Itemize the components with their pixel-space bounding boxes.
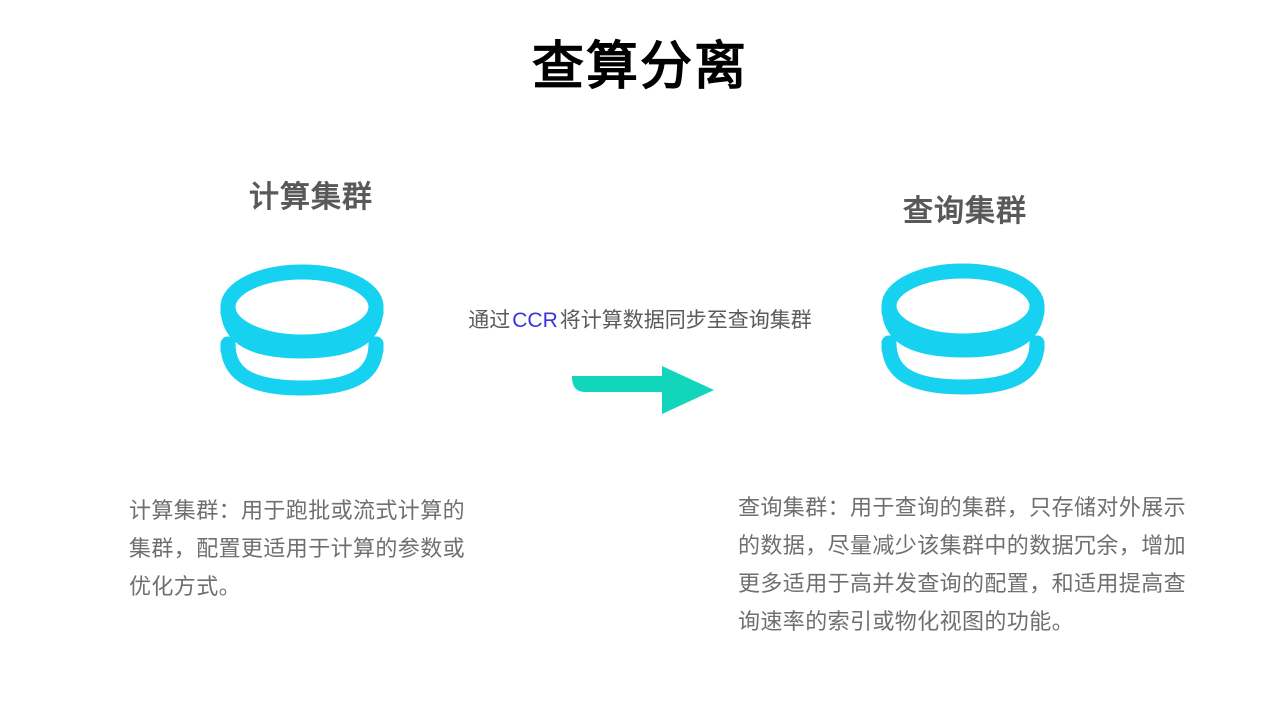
sync-caption-prefix: 通过 (468, 309, 511, 332)
page-title: 查算分离 (531, 38, 748, 96)
left-cluster-heading: 计算集群 (249, 181, 373, 214)
database-cylinder-icon (881, 263, 1045, 395)
sync-caption-suffix: 将计算数据同步至查询集群 (559, 309, 812, 332)
sync-arrow-icon (570, 363, 716, 417)
right-cluster-description: 查询集群：用于查询的集群，只存储对外展示的数据，尽量减少该集群中的数据冗余，增加… (738, 495, 1187, 634)
arrow-right-icon (572, 366, 714, 414)
ccr-highlight-text: CCR (512, 309, 558, 332)
database-cylinder-icon (220, 264, 384, 396)
database-cylinder-icon-right (879, 262, 1047, 414)
sync-caption: 通过CCR将计算数据同步至查询集群 (420, 306, 860, 336)
left-cluster-description: 计算集群：用于跑批或流式计算的集群，配置更适用于计算的参数或优化方式。 (129, 498, 466, 599)
database-cylinder-icon-left (218, 263, 386, 415)
right-cluster-heading: 查询集群 (903, 195, 1027, 228)
